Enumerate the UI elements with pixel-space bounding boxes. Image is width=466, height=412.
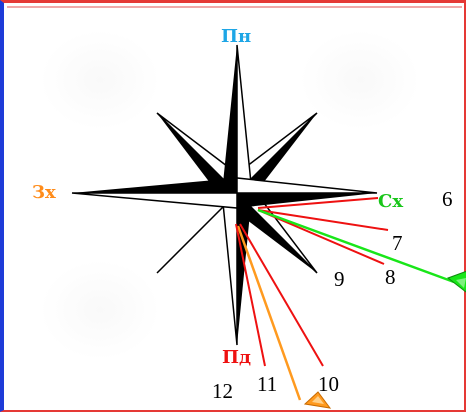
line-hour-11 [235, 223, 266, 367]
green-arrow-icon [446, 270, 466, 293]
faint-background-shapes [40, 30, 420, 360]
hour-label-8: 8 [385, 265, 396, 289]
direction-west-label: Зх [32, 182, 56, 203]
direction-south-label: Пд [222, 347, 251, 368]
direction-east-label: Сх [378, 191, 403, 212]
hour-label-9: 9 [334, 267, 345, 291]
line-hour-6 [257, 197, 379, 209]
line-orange-sun [236, 225, 302, 401]
line-green-sun [257, 208, 455, 284]
direction-north-label: Пн [221, 26, 251, 47]
orange-arrow-icon [303, 391, 332, 409]
hour-label-7: 7 [392, 231, 403, 255]
hour-label-12: 12 [212, 379, 233, 403]
sun-direction-lines [235, 197, 455, 401]
hour-label-11: 11 [257, 372, 277, 396]
line-hour-10 [239, 223, 324, 367]
hour-label-10: 10 [318, 372, 339, 396]
frame-inner-line [7, 6, 462, 8]
line-hour-7 [257, 209, 389, 231]
hour-label-6: 6 [442, 187, 453, 211]
